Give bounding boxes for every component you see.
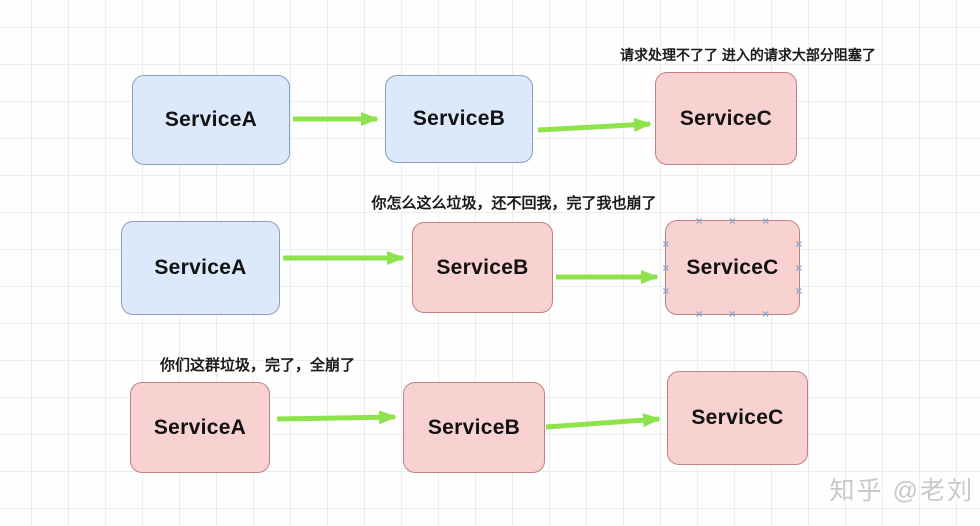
- annotation-row1: 请求处理不了了 进入的请求大部分阻塞了: [620, 47, 876, 63]
- connection-point-icon: [728, 309, 738, 319]
- connection-point-icon: [661, 239, 671, 249]
- node-servicea-row3: ServiceA: [130, 382, 270, 473]
- connection-point-icon: [694, 216, 704, 226]
- zhihu-watermark: 知乎 @老刘: [829, 477, 974, 505]
- annotation-row3: 你们这群垃圾，完了，全崩了: [159, 357, 355, 374]
- node-label: ServiceB: [436, 255, 529, 279]
- annotation-row2: 你怎么这么垃圾，还不回我，完了我也崩了: [371, 195, 657, 212]
- node-serviceb-row3: ServiceB: [403, 382, 545, 473]
- node-label: ServiceA: [164, 108, 258, 131]
- node-servicec-row2-selected: ServiceC: [665, 220, 800, 315]
- node-label: ServiceB: [412, 107, 506, 130]
- arrow-serviceb-servicec-row1: [537, 117, 652, 133]
- connection-point-icon: [761, 216, 771, 226]
- connection-point-icon: [661, 263, 671, 273]
- node-servicec-row1: ServiceC: [655, 72, 797, 165]
- node-servicea-row1: ServiceA: [132, 75, 290, 165]
- connection-point-icon: [794, 239, 804, 249]
- connection-point-icon: [661, 286, 671, 296]
- connection-point-icon: [794, 263, 804, 273]
- node-label: ServiceC: [686, 255, 779, 279]
- node-label: ServiceC: [679, 106, 773, 130]
- node-serviceb-row2: ServiceB: [412, 222, 553, 313]
- node-label: ServiceC: [691, 406, 784, 429]
- node-label: ServiceA: [154, 256, 247, 279]
- connection-point-icon: [761, 309, 771, 319]
- connection-point-icon: [694, 309, 704, 319]
- connection-point-icon: [728, 216, 738, 226]
- connection-point-icon: [794, 286, 804, 296]
- node-serviceb-row1: ServiceB: [385, 75, 533, 163]
- node-servicea-row2: ServiceA: [121, 221, 280, 315]
- arrow-servicea-serviceb-row3: [276, 410, 397, 425]
- node-label: ServiceB: [427, 415, 521, 439]
- node-servicec-row3: ServiceC: [667, 371, 808, 465]
- node-label: ServiceA: [153, 415, 247, 439]
- arrow-serviceb-servicec-row3: [545, 413, 661, 430]
